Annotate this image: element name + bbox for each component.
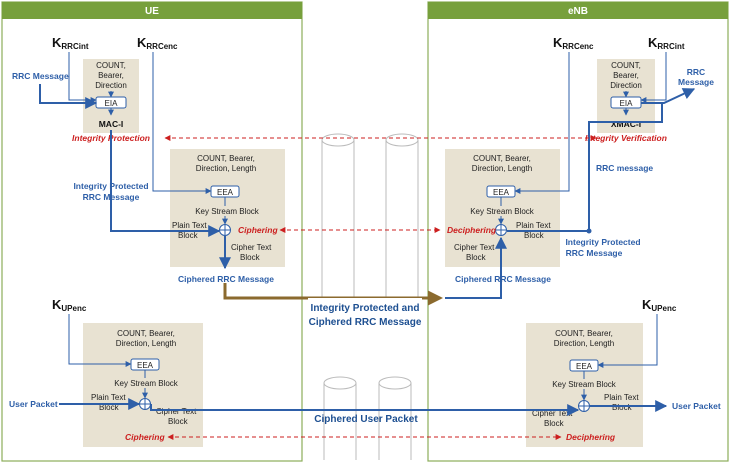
svg-text:Block: Block <box>240 253 261 262</box>
enb-rrc-output-label-2: Message <box>678 77 714 87</box>
svg-text:KUPenc: KUPenc <box>52 297 87 313</box>
enb-junction-dot <box>586 228 592 234</box>
svg-text:Block: Block <box>612 403 633 412</box>
svg-text:EEA: EEA <box>576 362 593 371</box>
svg-text:KUPenc: KUPenc <box>642 297 677 313</box>
user-channel-cylinder <box>323 376 412 460</box>
ue-ciphering-label: Ciphering <box>238 225 278 235</box>
svg-text:Cipher Text: Cipher Text <box>156 407 197 416</box>
channel-rrc-label-2: Ciphered RRC Message <box>309 317 422 328</box>
enb-key-rrcenc: KRRCenc <box>553 35 594 51</box>
ue-key-rrcint: KRRCint <box>52 35 89 51</box>
ue-cipher-box: COUNT, Bearer, Direction, Length EEA Key… <box>170 149 285 267</box>
enb-rrc-output-label-1: RRC <box>687 67 705 77</box>
svg-text:Direction, Length: Direction, Length <box>554 339 614 348</box>
svg-text:Direction, Length: Direction, Length <box>116 339 176 348</box>
svg-text:EIA: EIA <box>620 99 634 108</box>
ue-integrity-box: COUNT, Bearer, Direction EIA MAC-I <box>83 59 139 133</box>
svg-text:Block: Block <box>178 231 199 240</box>
enb-integrity-protected-label-2: RRC Message <box>566 248 623 258</box>
enb-cipher-box: COUNT, Bearer, Direction, Length EEA Key… <box>445 149 560 267</box>
svg-text:Plain Text: Plain Text <box>91 393 126 402</box>
svg-text:EEA: EEA <box>217 188 234 197</box>
enb-integrity-verification-label: Integrity Verification <box>585 133 667 143</box>
enb-user-packet-label: User Packet <box>672 401 721 411</box>
rrc-flow-arrow <box>223 283 443 306</box>
svg-text:Plain Text: Plain Text <box>604 393 639 402</box>
ue-integrity-protected-label-2: RRC Message <box>83 192 140 202</box>
svg-text:COUNT,: COUNT, <box>611 61 641 70</box>
svg-text:Block: Block <box>466 253 487 262</box>
ue-header: UE <box>145 6 159 17</box>
svg-text:Direction, Length: Direction, Length <box>196 164 256 173</box>
ue-key-rrcenc: KRRCenc <box>137 35 178 51</box>
svg-text:Key Stream Block: Key Stream Block <box>552 380 617 389</box>
svg-text:Key Stream Block: Key Stream Block <box>195 207 260 216</box>
svg-text:Plain Text: Plain Text <box>516 221 551 230</box>
svg-text:KRRCenc: KRRCenc <box>137 35 178 51</box>
ue-key-upenc: KUPenc <box>52 297 87 313</box>
svg-text:Cipher Text: Cipher Text <box>532 409 573 418</box>
svg-text:Key Stream Block: Key Stream Block <box>114 379 179 388</box>
enb-frame: eNB <box>427 1 729 462</box>
channel-user-label: Ciphered User Packet <box>314 414 418 425</box>
svg-text:Block: Block <box>544 419 565 428</box>
svg-text:Direction, Length: Direction, Length <box>472 164 532 173</box>
enb-ciphered-rrc-label: Ciphered RRC Message <box>455 274 551 284</box>
svg-text:Key Stream Block: Key Stream Block <box>470 207 535 216</box>
svg-text:Bearer,: Bearer, <box>98 71 124 80</box>
enb-key-upenc: KUPenc <box>642 297 677 313</box>
user-packet-flow <box>150 404 580 416</box>
enb-header: eNB <box>568 6 588 17</box>
svg-text:COUNT,: COUNT, <box>96 61 126 70</box>
svg-text:EIA: EIA <box>105 99 119 108</box>
svg-text:Plain Text: Plain Text <box>172 221 207 230</box>
svg-text:EEA: EEA <box>137 361 154 370</box>
enb-user-box: COUNT, Bearer, Direction, Length EEA Key… <box>526 323 643 447</box>
svg-text:Block: Block <box>524 231 545 240</box>
svg-text:Direction: Direction <box>610 81 642 90</box>
ue-mac-i: MAC-I <box>99 119 124 129</box>
svg-text:Direction: Direction <box>95 81 127 90</box>
channel-rrc-label-1: Integrity Protected and <box>311 303 420 314</box>
svg-text:Block: Block <box>168 417 189 426</box>
ue-user-packet-label: User Packet <box>9 399 58 409</box>
enb-integrity-protected-label-1: Integrity Protected <box>565 237 640 247</box>
enb-key-rrcint: KRRCint <box>648 35 685 51</box>
svg-text:Cipher Text: Cipher Text <box>231 243 272 252</box>
enb-deciphering-label: Deciphering <box>447 225 497 235</box>
ue-user-box: COUNT, Bearer, Direction, Length EEA Key… <box>83 323 203 447</box>
svg-text:KRRCint: KRRCint <box>52 35 89 51</box>
svg-text:Block: Block <box>99 403 120 412</box>
svg-text:COUNT, Bearer,: COUNT, Bearer, <box>117 329 175 338</box>
ue-ciphered-rrc-label: Ciphered RRC Message <box>178 274 274 284</box>
enb-user-deciphering-label: Deciphering <box>566 432 616 442</box>
enb-xmac-i: XMAC-I <box>611 119 641 129</box>
enb-rrc-message-label: RRC message <box>596 163 653 173</box>
svg-text:KRRCint: KRRCint <box>648 35 685 51</box>
svg-text:COUNT, Bearer,: COUNT, Bearer, <box>197 154 255 163</box>
enb-integrity-box: COUNT, Bearer, Direction EIA XMAC-I <box>597 59 655 133</box>
ue-user-ciphering-label: Ciphering <box>125 432 165 442</box>
svg-text:KRRCenc: KRRCenc <box>553 35 594 51</box>
svg-text:COUNT, Bearer,: COUNT, Bearer, <box>555 329 613 338</box>
svg-text:COUNT, Bearer,: COUNT, Bearer, <box>473 154 531 163</box>
ue-rrc-message-label: RRC Message <box>12 71 69 81</box>
svg-text:Cipher Text: Cipher Text <box>454 243 495 252</box>
svg-text:EEA: EEA <box>493 188 510 197</box>
svg-text:Bearer,: Bearer, <box>613 71 639 80</box>
rrc-channel-cylinder <box>321 133 419 318</box>
ue-integrity-protected-label-1: Integrity Protected <box>73 181 148 191</box>
